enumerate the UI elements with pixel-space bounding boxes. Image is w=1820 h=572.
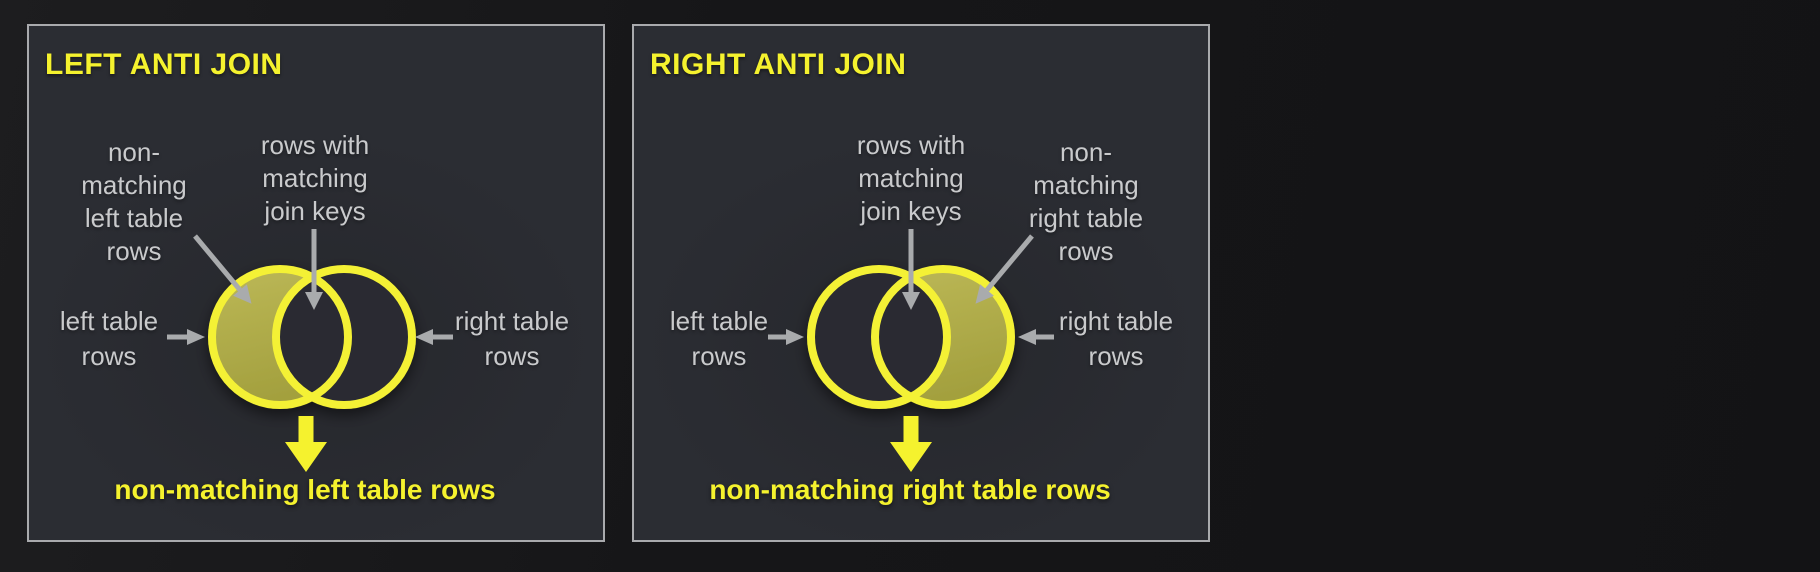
callout-line: rows	[106, 236, 162, 266]
callout-line: rows	[81, 341, 137, 371]
callout-right-table-rows: right table rows	[1059, 304, 1173, 374]
callout-line: rows	[1088, 341, 1144, 371]
pointer-arrow-non-matching-icon	[975, 234, 1034, 304]
callout-line: right table	[1058, 306, 1174, 336]
result-caption: non-matching right table rows	[709, 474, 1111, 505]
callout-matching-join-keys: rows with matching join keys	[857, 129, 965, 228]
callout-line: right table	[454, 306, 570, 336]
pointer-arrow-left-table-icon	[768, 329, 804, 345]
venn-diagram-left-anti-join	[167, 229, 453, 472]
pointer-arrow-non-matching-icon	[193, 234, 252, 304]
pointer-arrow-left-table-icon	[167, 329, 205, 345]
callout-matching-join-keys: rows with matching join keys	[261, 129, 369, 228]
callout-line: left table	[84, 203, 184, 233]
left-circle-outline	[807, 265, 951, 409]
callout-line: rows	[691, 341, 747, 371]
callout-left-table-rows: left table rows	[670, 304, 768, 374]
left-circle-outline	[208, 265, 352, 409]
panel-left-anti-join: LEFT ANTI JOIN non- matching left table …	[27, 24, 605, 542]
pointer-arrow-right-table-icon	[1018, 329, 1054, 345]
panel-title: LEFT ANTI JOIN	[45, 48, 283, 81]
callout-right-table-rows: right table rows	[455, 304, 569, 374]
callout-line: matching	[1033, 170, 1139, 200]
callout-line: join keys	[264, 196, 366, 226]
callout-line: rows with	[260, 130, 370, 160]
result-caption: non-matching left table rows	[114, 474, 496, 505]
panel-right-anti-join: RIGHT ANTI JOIN rows with matching join …	[632, 24, 1210, 542]
callout-line: join keys	[860, 196, 962, 226]
pointer-arrow-right-table-icon	[415, 329, 453, 345]
callout-non-matching-left-rows: non- matching left table rows	[81, 136, 187, 268]
callout-line: matching	[81, 170, 187, 200]
callout-line: left table	[669, 306, 769, 336]
callout-line: left table	[59, 306, 159, 336]
callout-line: rows with	[856, 130, 966, 160]
callout-left-table-rows: left table rows	[60, 304, 158, 374]
callout-line: non-	[1059, 137, 1113, 167]
callout-non-matching-right-rows: non- matching right table rows	[1029, 136, 1143, 268]
callout-line: matching	[858, 163, 964, 193]
pointer-arrow-matching-icon	[305, 229, 323, 310]
right-circle-outline	[871, 265, 1015, 409]
callout-line: non-	[107, 137, 161, 167]
right-circle-outline	[272, 265, 416, 409]
down-arrow-icon	[890, 416, 932, 472]
venn-diagram-right-anti-join	[768, 229, 1054, 472]
pointer-arrow-matching-icon	[902, 229, 920, 310]
panel-title: RIGHT ANTI JOIN	[650, 48, 907, 81]
callout-line: right table	[1028, 203, 1144, 233]
callout-line: rows	[484, 341, 540, 371]
down-arrow-icon	[285, 416, 327, 472]
callout-line: rows	[1058, 236, 1114, 266]
callout-line: matching	[262, 163, 368, 193]
